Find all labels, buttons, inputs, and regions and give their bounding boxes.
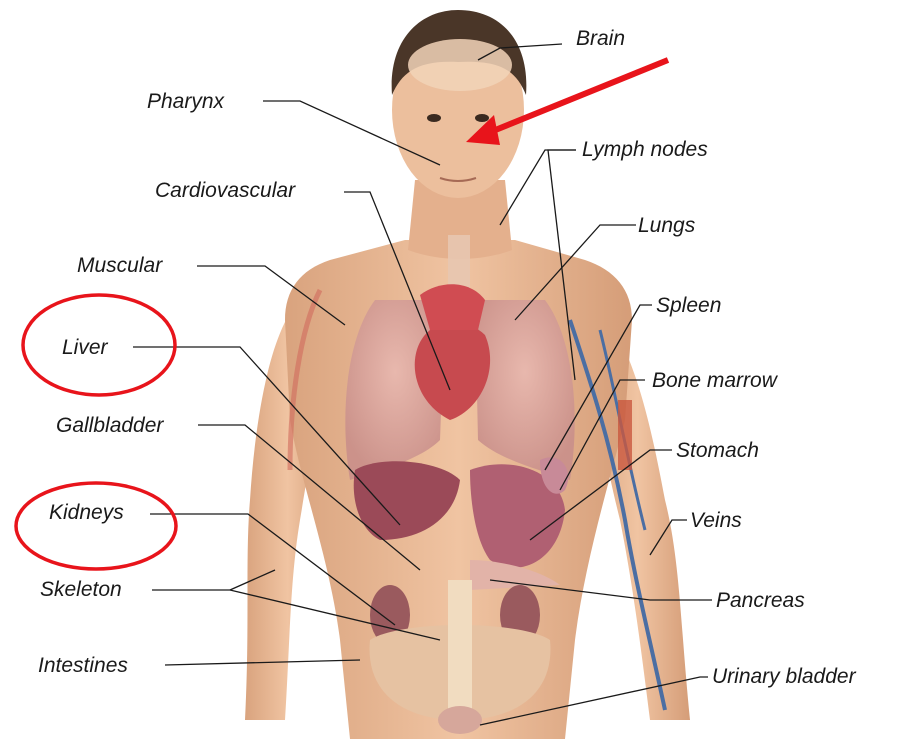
- label-stomach: Stomach: [676, 440, 759, 461]
- label-pharynx: Pharynx: [147, 91, 224, 112]
- label-lymph-nodes: Lymph nodes: [582, 139, 708, 160]
- label-cardiovascular: Cardiovascular: [155, 180, 295, 201]
- kidneys-highlight-circle: [16, 483, 176, 569]
- label-urinary-bladder: Urinary bladder: [712, 666, 856, 687]
- label-kidneys: Kidneys: [49, 502, 124, 523]
- label-liver: Liver: [62, 337, 108, 358]
- label-spleen: Spleen: [656, 295, 721, 316]
- label-pancreas: Pancreas: [716, 590, 805, 611]
- label-veins: Veins: [690, 510, 742, 531]
- label-bone-marrow: Bone marrow: [652, 370, 777, 391]
- label-brain: Brain: [576, 28, 625, 49]
- label-gallbladder: Gallbladder: [56, 415, 163, 436]
- label-skeleton: Skeleton: [40, 579, 122, 600]
- label-lungs: Lungs: [638, 215, 695, 236]
- label-intestines: Intestines: [38, 655, 128, 676]
- label-muscular: Muscular: [77, 255, 162, 276]
